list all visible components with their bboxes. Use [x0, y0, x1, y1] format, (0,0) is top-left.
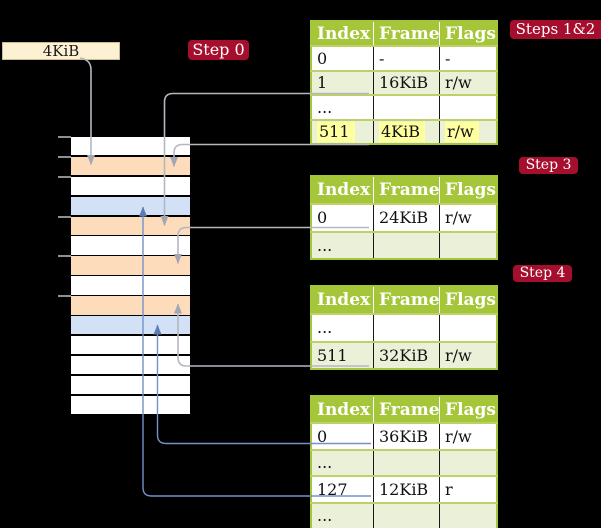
frame-row-free	[71, 395, 190, 414]
table-cell: 4KiB	[373, 118, 440, 144]
address-tick	[58, 175, 71, 178]
column-header: Index	[311, 286, 374, 314]
table-row: ...	[311, 230, 497, 259]
table-cell: r/w	[439, 340, 497, 369]
table-cell: 0	[311, 422, 374, 450]
table-cell: r/w	[439, 422, 497, 450]
step4-badge: Step 4	[513, 265, 572, 282]
frame-row-free	[71, 355, 190, 375]
table-cell: -	[439, 45, 497, 71]
table-cell: 511	[311, 118, 374, 144]
table-cell	[373, 501, 440, 528]
address-tick	[58, 215, 71, 218]
column-header: Frame	[373, 176, 440, 204]
column-header: Flags	[439, 176, 497, 204]
table-cell: 511	[311, 340, 374, 369]
table-cell: ...	[311, 230, 374, 259]
column-header: Frame	[373, 21, 440, 46]
table-cell	[439, 94, 497, 120]
column-header: Index	[311, 396, 374, 423]
column-header: Flags	[439, 396, 497, 423]
table-cell: 1	[311, 69, 374, 95]
table-cell	[439, 448, 497, 476]
frame-row-data	[71, 316, 190, 335]
table-cell	[439, 313, 497, 342]
step3-badge: Step 3	[519, 157, 578, 174]
column-header: Flags	[439, 21, 497, 46]
frame-row-free	[71, 335, 190, 355]
root-table-pointer-box: 4KiB	[2, 42, 120, 60]
table-cell: r/w	[439, 118, 497, 144]
table-cell	[373, 230, 440, 259]
table-cell: 0	[311, 203, 374, 232]
column-header: Index	[311, 176, 374, 204]
highlighted-value: 511	[317, 122, 355, 143]
table-cell	[373, 448, 440, 476]
table-cell: r/w	[439, 203, 497, 232]
table-cell: ...	[311, 448, 374, 476]
frame-row-free	[71, 137, 190, 156]
table-cell	[373, 313, 440, 342]
highlighted-value: 4KiB	[379, 122, 426, 143]
table-cell: 32KiB	[373, 340, 440, 369]
table-cell: 0	[311, 45, 374, 71]
table-cell: -	[373, 45, 440, 71]
address-tick	[58, 136, 71, 138]
table-cell: r	[439, 475, 497, 503]
frame-row-table	[71, 296, 190, 315]
table-row: ...	[311, 313, 497, 342]
table-cell: 24KiB	[373, 203, 440, 232]
arrow-entry511-to-4kib-frame	[170, 143, 369, 167]
table-cell	[439, 501, 497, 528]
physical-memory-stack	[71, 137, 190, 414]
table-cell: ...	[311, 313, 374, 342]
table-cell: 12KiB	[373, 475, 440, 503]
table-cell: ...	[311, 501, 374, 528]
table-cell	[373, 94, 440, 120]
table-cell: r/w	[439, 69, 497, 95]
frame-row-data	[71, 196, 190, 216]
column-header: Index	[311, 21, 374, 46]
frame-row-table	[71, 256, 190, 275]
column-header: Frame	[373, 286, 440, 314]
table-cell: 36KiB	[373, 422, 440, 450]
table-cell: ...	[311, 94, 374, 120]
table-row: ...	[311, 448, 497, 476]
table-row: ...	[311, 501, 497, 528]
frame-row-free	[71, 236, 190, 255]
table-row: ...	[311, 94, 497, 120]
frame-row-free	[71, 176, 190, 196]
highlighted-value: r/w	[445, 122, 479, 143]
column-header: Flags	[439, 286, 497, 314]
frame-row-free	[71, 375, 190, 395]
frame-row-free	[71, 276, 190, 295]
address-tick	[58, 155, 71, 158]
step0-badge: Step 0	[188, 40, 249, 60]
column-header: Frame	[373, 396, 440, 423]
table-row: 511 4KiB r/w	[311, 118, 497, 144]
address-tick	[58, 294, 71, 297]
address-tick	[58, 255, 71, 257]
frame-row-table	[71, 216, 190, 235]
table-cell: 127	[311, 475, 374, 503]
steps12-badge: Steps 1&2	[510, 20, 601, 39]
table-cell	[439, 230, 497, 259]
table-row: 0--	[311, 45, 497, 71]
table-cell: 16KiB	[373, 69, 440, 95]
frame-row-table	[71, 156, 190, 176]
